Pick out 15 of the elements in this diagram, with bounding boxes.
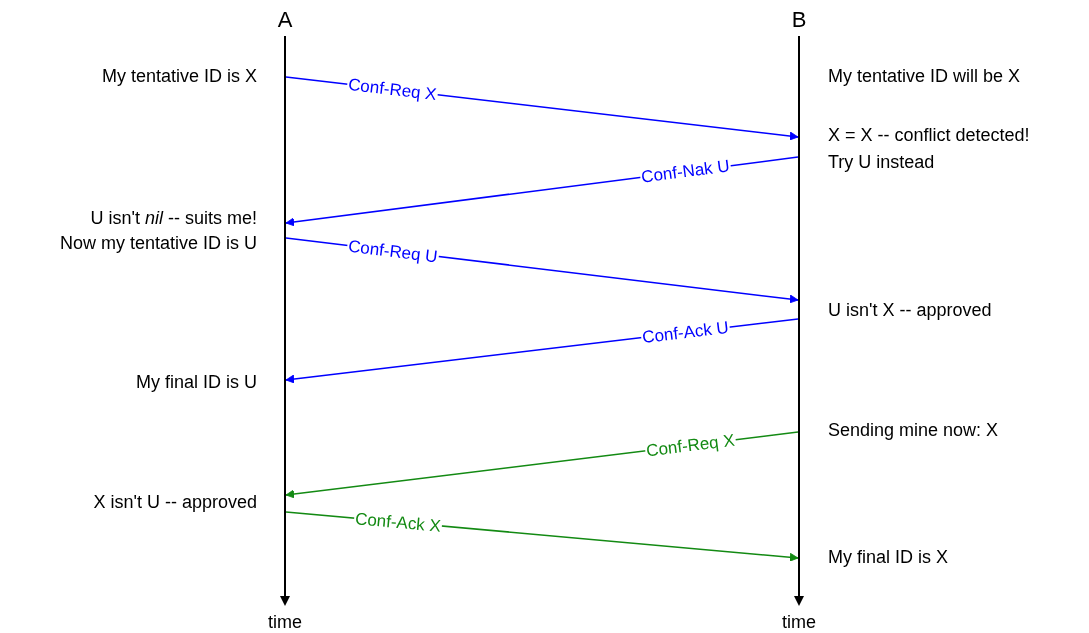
annotation-text: My final ID is X bbox=[828, 547, 949, 568]
annotation-text: My tentative ID will be X bbox=[828, 66, 1021, 87]
annotation-text: X isn't U -- approved bbox=[93, 492, 257, 513]
annotation-text: X = X -- conflict detected! bbox=[828, 125, 1030, 146]
annotation-text: Sending mine now: X bbox=[828, 420, 999, 441]
annotation-text: My final ID is U bbox=[135, 372, 257, 393]
annotation-text: U isn't nil -- suits me! bbox=[90, 208, 257, 229]
annotation-text: U isn't X -- approved bbox=[828, 300, 992, 321]
lifeline-label: B bbox=[790, 8, 808, 32]
axis-label: time bbox=[267, 612, 303, 632]
annotation-text: Now my tentative ID is U bbox=[59, 233, 257, 254]
axis-label: time bbox=[781, 612, 817, 632]
annotation-text: My tentative ID is X bbox=[101, 66, 257, 87]
annotation-text: Try U instead bbox=[828, 152, 935, 173]
lifeline-label: A bbox=[276, 8, 294, 32]
